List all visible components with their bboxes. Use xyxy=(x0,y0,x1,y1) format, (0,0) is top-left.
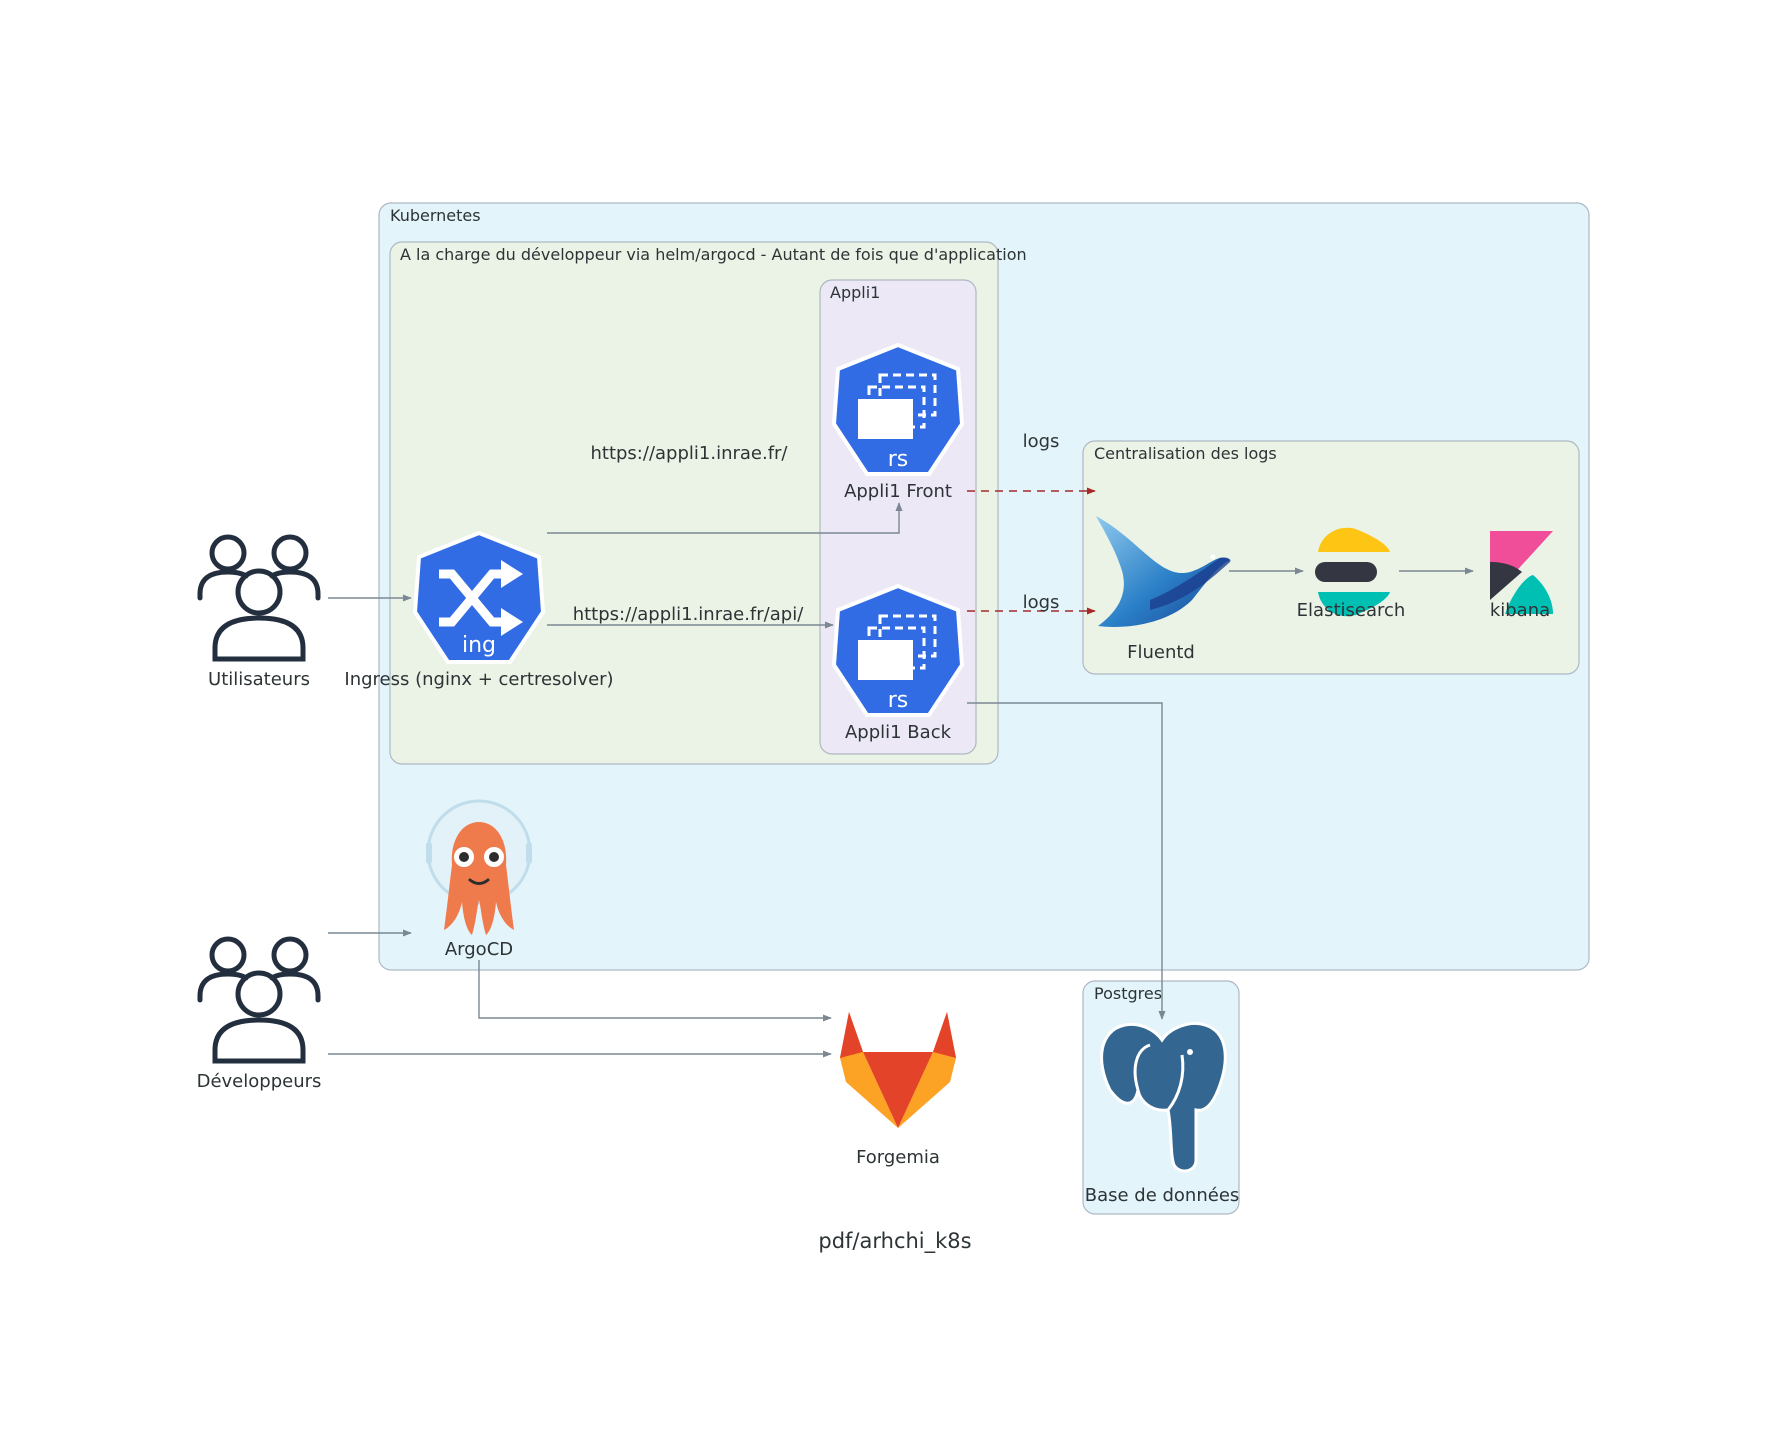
node-kibana[interactable]: kibana xyxy=(1490,531,1553,621)
cluster-logs: Centralisation des logs xyxy=(1082,440,1580,675)
fluentd-bird-icon xyxy=(1096,516,1231,627)
node-fluentd-label: Fluentd xyxy=(1127,642,1195,663)
node-argocd-label: ArgoCD xyxy=(445,939,513,960)
node-appli1-front-label: Appli1 Front xyxy=(844,481,952,502)
kubernetes-replicaset-icon: rs xyxy=(831,342,965,476)
edges xyxy=(328,487,1474,1058)
cluster-kubernetes-label: Kubernetes xyxy=(390,206,481,225)
developers-icon xyxy=(197,936,321,1064)
node-forgemia[interactable]: Forgemia xyxy=(840,1012,956,1168)
edge-label-logs-front: logs xyxy=(1023,431,1060,452)
node-appli1-front[interactable]: rs Appli1 Front xyxy=(831,342,965,502)
edge-label-back-url: https://appli1.inrae.fr/api/ xyxy=(573,604,804,625)
cluster-appli1-label: Appli1 xyxy=(830,283,880,302)
node-forgemia-label: Forgemia xyxy=(856,1147,940,1168)
edge-label-front-url: https://appli1.inrae.fr/ xyxy=(590,443,788,464)
back-rs-badge: rs xyxy=(888,688,909,713)
kibana-icon xyxy=(1490,531,1553,614)
node-elasticsearch-label: Elastisearch xyxy=(1297,600,1406,621)
edge-label-logs-back: logs xyxy=(1023,592,1060,613)
node-users-label: Utilisateurs xyxy=(208,669,310,690)
cluster-postgres-label: Postgres xyxy=(1094,984,1162,1003)
edge-back-database xyxy=(967,702,1166,1020)
node-ingress[interactable]: ing Ingress (nginx + certresolver) xyxy=(344,530,614,690)
node-developers[interactable]: Développeurs xyxy=(197,936,322,1092)
cluster-logs-label: Centralisation des logs xyxy=(1094,444,1277,463)
diagram-caption: pdf/arhchi_k8s xyxy=(818,1229,971,1254)
kubernetes-replicaset-icon: rs xyxy=(831,583,965,717)
node-developers-label: Développeurs xyxy=(197,1071,322,1092)
ingress-badge: ing xyxy=(462,633,496,658)
node-appli1-back-label: Appli1 Back xyxy=(845,722,952,743)
node-database[interactable]: Base de données xyxy=(1085,1022,1240,1206)
postgresql-elephant-icon xyxy=(1100,1022,1227,1173)
users-icon xyxy=(197,534,321,662)
front-rs-badge: rs xyxy=(888,447,909,472)
elasticsearch-icon xyxy=(1315,527,1390,617)
node-appli1-back[interactable]: rs Appli1 Back xyxy=(831,583,965,743)
edge-ingress-front xyxy=(547,502,903,534)
gitlab-icon xyxy=(840,1012,956,1128)
node-kibana-label: kibana xyxy=(1490,600,1550,621)
cluster-developer-scope-label: A la charge du développeur via helm/argo… xyxy=(400,245,1027,264)
node-fluentd[interactable]: Fluentd xyxy=(1096,516,1231,663)
kubernetes-ingress-icon: ing xyxy=(412,530,546,664)
edge-argocd-forgemia xyxy=(478,960,832,1022)
argocd-octopus-icon xyxy=(426,799,532,935)
node-elasticsearch[interactable]: Elastisearch xyxy=(1297,527,1406,621)
node-argocd[interactable]: ArgoCD xyxy=(426,799,532,960)
node-ingress-label: Ingress (nginx + certresolver) xyxy=(344,669,613,690)
node-users[interactable]: Utilisateurs xyxy=(197,534,321,690)
node-database-label: Base de données xyxy=(1085,1185,1240,1206)
